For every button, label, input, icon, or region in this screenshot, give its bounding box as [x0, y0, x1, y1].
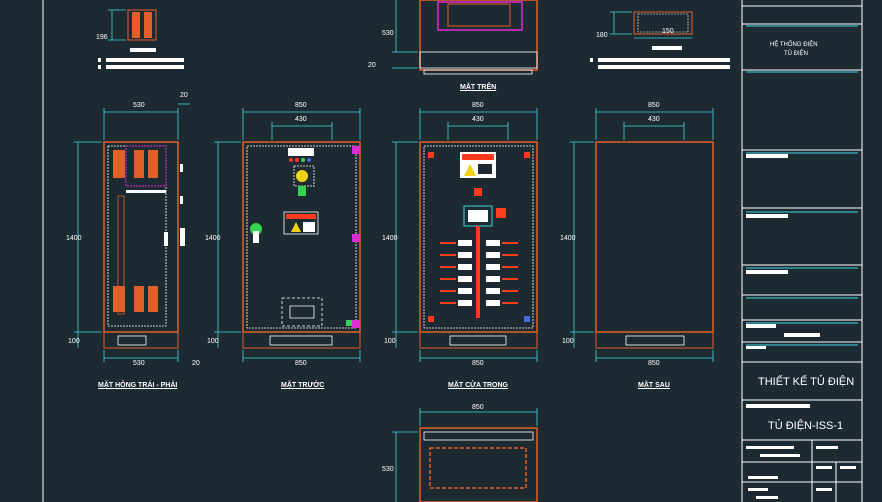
dim-850-inner-bottom: 850	[472, 360, 484, 367]
back-detail	[590, 11, 730, 69]
dimension-lines	[74, 0, 714, 502]
warning-triangle-icon	[291, 222, 301, 232]
dim-100-inner: 100	[384, 338, 396, 345]
dim-150: 150	[662, 28, 674, 35]
dim-1400-front: 1400	[205, 235, 221, 242]
dim-1400-inner: 1400	[382, 235, 398, 242]
dim-850-inner: 850	[472, 102, 484, 109]
view-label-top: MẶT TRÊN	[460, 84, 497, 91]
dim-430-inner: 430	[472, 116, 484, 123]
drawing-code: TỦ ĐIỆN-ISS-1	[768, 420, 844, 432]
dim-430-back: 430	[648, 116, 660, 123]
view-label-side: MẶT HÔNG TRÁI - PHẢI	[98, 382, 178, 389]
warning-triangle-icon	[464, 164, 476, 176]
system-title-line2: TỦ ĐIỆN	[784, 51, 808, 57]
dim-20-side-bottom: 20	[192, 360, 200, 367]
breaker-rows	[458, 240, 500, 306]
dim-530-bottom-view: 530	[382, 466, 394, 473]
system-title-line1: HỆ THỐNG ĐIỆN	[770, 42, 818, 48]
title-block-text-bars	[746, 154, 856, 499]
dim-100-front: 100	[207, 338, 219, 345]
view-label-inner-door: MẶT CỬA TRONG	[448, 382, 508, 389]
top-view	[419, 0, 538, 75]
dim-20-side-top: 20	[180, 92, 188, 99]
title-block	[742, 5, 862, 502]
dim-850-front: 850	[295, 102, 307, 109]
dim-180: 180	[596, 32, 608, 39]
drawing-frame	[42, 0, 863, 502]
front-view	[242, 141, 361, 349]
dim-20-top: 20	[368, 62, 376, 69]
dim-850-front-bottom: 850	[295, 360, 307, 367]
view-label-back: MẶT SAU	[638, 382, 670, 389]
dim-850-back-bottom: 850	[648, 360, 660, 367]
side-view	[103, 141, 185, 349]
dim-430-front: 430	[295, 116, 307, 123]
dim-196: 196	[96, 34, 108, 41]
dim-100-back: 100	[562, 338, 574, 345]
side-detail	[98, 9, 184, 69]
back-view	[595, 141, 714, 349]
dim-530-side-top: 530	[133, 102, 145, 109]
inner-door-view	[419, 141, 538, 349]
dim-1400-back: 1400	[560, 235, 576, 242]
view-label-front: MẶT TRƯỚC	[281, 382, 325, 389]
dim-1400-side: 1400	[66, 235, 82, 242]
dim-850-bottom-view: 850	[472, 404, 484, 411]
dim-100-side: 100	[68, 338, 80, 345]
bottom-view	[419, 427, 538, 502]
drawing-title: THIẾT KẾ TỦ ĐIỆN	[758, 376, 855, 388]
dim-530-side-bottom: 530	[133, 360, 145, 367]
dim-850-back: 850	[648, 102, 660, 109]
dim-530-top: 530	[382, 30, 394, 37]
